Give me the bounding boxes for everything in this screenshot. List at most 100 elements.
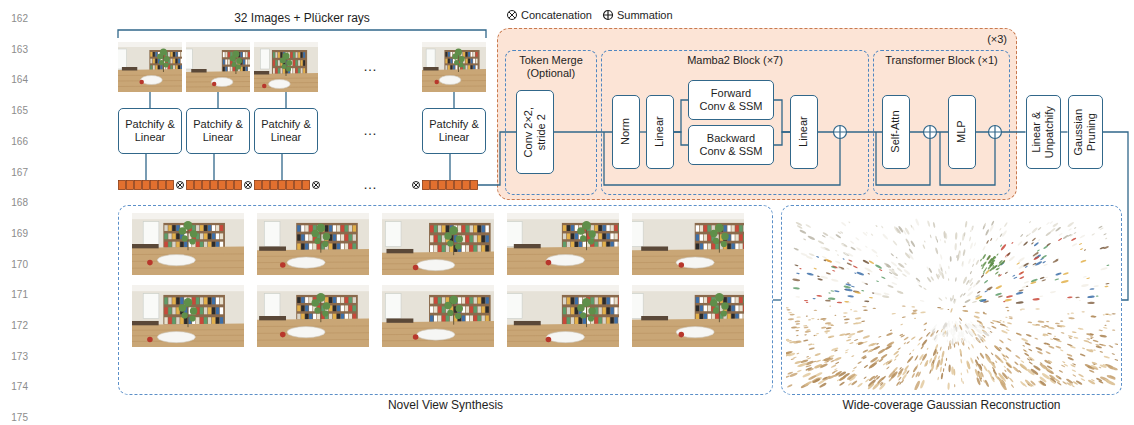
line-number: 174 — [11, 381, 28, 392]
feed-line — [149, 92, 150, 108]
feed-line — [449, 154, 450, 180]
box-label: Linear & Unpatchify — [1030, 99, 1056, 165]
legend: ConcatenationSummation — [506, 9, 683, 21]
box-label: Forward Conv & SSM — [699, 87, 763, 113]
line-number: 164 — [11, 74, 28, 85]
ellipsis: … — [363, 122, 377, 138]
scene-photo — [382, 285, 494, 347]
line-number: 170 — [11, 259, 28, 270]
feed-line — [285, 92, 286, 108]
box-label: Patchify & Linear — [190, 118, 246, 144]
concat-symbol — [245, 182, 252, 189]
line-number: 173 — [11, 351, 28, 362]
attention-box: Self-Attn — [882, 95, 910, 169]
connector — [1103, 132, 1129, 300]
box-label: Conv 2×2, stride 2 — [522, 94, 548, 170]
label-anchor: 167 — [2, 162, 28, 180]
line-number: 171 — [11, 289, 28, 300]
result-panel: Wide-coverage Gaussian Reconstruction — [781, 205, 1122, 395]
concat-symbol — [177, 182, 184, 189]
panel-caption: Wide-coverage Gaussian Reconstruction — [781, 398, 1122, 412]
mamba-group: Norm Linear Forward Conv & SSM Backward Con… — [601, 50, 869, 195]
scene-photo — [118, 42, 182, 92]
ssm-box: Forward Conv & SSM — [688, 80, 774, 120]
scene-photo — [257, 285, 369, 347]
box-label: Patchify & Linear — [426, 118, 482, 144]
scene-photo — [632, 213, 744, 275]
token-row — [187, 181, 242, 190]
scene-photo — [254, 42, 318, 92]
line-number: 166 — [11, 136, 28, 147]
feed-line — [453, 92, 454, 108]
repeat-region: Conv 2×2, stride 2 Token Merge (Optional)… — [497, 28, 1017, 200]
scene-photo — [422, 42, 486, 92]
token-row — [255, 181, 310, 190]
concat-symbol — [413, 182, 420, 189]
scene-photo — [186, 42, 250, 92]
ellipsis: … — [363, 176, 377, 192]
ellipsis: … — [363, 58, 377, 74]
label-anchor: 163 — [2, 39, 28, 57]
block-title: Transformer Block (×1) — [873, 54, 1010, 67]
box-label: Self-Attn — [889, 99, 902, 165]
feed-line — [217, 92, 218, 108]
unpatchify-box: Linear & Unpatchify — [1026, 95, 1061, 169]
label-anchor: 169 — [2, 223, 28, 241]
label-anchor: 164 — [2, 69, 28, 87]
connector — [1061, 131, 1068, 132]
legend-symbol — [602, 9, 614, 21]
scene-photo — [632, 285, 744, 347]
label-anchor: 162 — [2, 8, 28, 26]
label-anchor: 168 — [2, 192, 28, 210]
box-label: MLP — [955, 99, 968, 165]
line-number: 172 — [11, 320, 28, 331]
line-number: 168 — [11, 197, 28, 208]
input-bracket — [118, 30, 486, 38]
label-anchor: 32 Images + Plücker rays — [190, 8, 414, 26]
linear-box: Linear — [790, 95, 818, 169]
scene-photo — [132, 213, 244, 275]
scene-photo — [257, 213, 369, 275]
mlp-box: MLP — [948, 95, 976, 169]
legend-symbol — [506, 9, 518, 21]
patchify-box: Patchify & Linear — [186, 108, 250, 154]
block-title: Mamba2 Block (×7) — [601, 54, 869, 67]
ssm-box: Backward Conv & SSM — [688, 125, 774, 165]
scene-photo — [507, 213, 619, 275]
norm-box: Norm — [612, 95, 640, 169]
token-merge-group: Conv 2×2, stride 2 Token Merge (Optional) — [505, 50, 597, 195]
transformer-group: Self-Attn MLP Transformer Block (×1) — [873, 50, 1010, 195]
linear-box: Linear — [646, 95, 674, 169]
block-title: (×3) — [987, 33, 1007, 46]
label-anchor: 173 — [2, 346, 28, 364]
block-title: Token Merge (Optional) — [505, 54, 597, 80]
box-label: Patchify & Linear — [122, 118, 178, 144]
scene-photo — [132, 285, 244, 347]
line-number: 175 — [11, 412, 28, 423]
line-number: 167 — [11, 167, 28, 178]
label-anchor: 175 — [2, 407, 28, 425]
legend-item: Concatenation — [506, 9, 592, 21]
concat-symbol — [508, 11, 517, 20]
token-row — [119, 181, 174, 190]
scene-photo — [382, 213, 494, 275]
patchify-box: Patchify & Linear — [118, 108, 182, 154]
label-anchor: … — [346, 121, 394, 139]
line-number: 163 — [11, 44, 28, 55]
box-label: Backward Conv & SSM — [699, 132, 763, 158]
label-anchor: 172 — [2, 315, 28, 333]
line-number: 162 — [11, 13, 28, 24]
label-anchor: 165 — [2, 100, 28, 118]
patchify-box: Patchify & Linear — [422, 108, 486, 154]
patchify-box: Patchify & Linear — [254, 108, 318, 154]
gaussian-point-cloud — [786, 218, 1118, 390]
label-anchor: … — [346, 57, 394, 75]
figure-label: 32 Images + Plücker rays — [234, 11, 370, 25]
box-label: Linear — [653, 99, 666, 165]
box-label: Gaussian Pruning — [1072, 99, 1098, 165]
legend-text: Concatenation — [521, 9, 592, 21]
line-number: 169 — [11, 228, 28, 239]
box-label: Norm — [619, 99, 632, 165]
feed-line — [281, 154, 282, 180]
feed-line — [145, 154, 146, 180]
